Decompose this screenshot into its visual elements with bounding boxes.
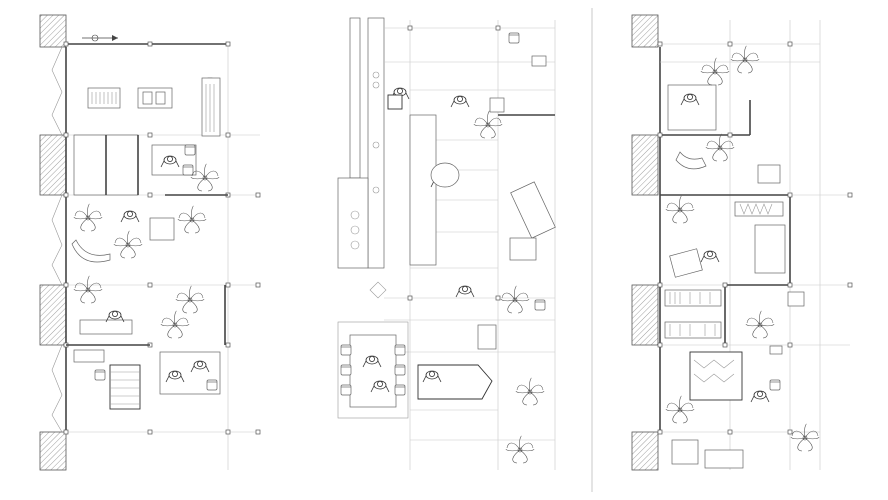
cabinet-icon <box>757 164 781 184</box>
counter-icon <box>349 17 361 179</box>
plant-icon <box>500 285 530 314</box>
dining-table-icon <box>349 334 397 408</box>
island-icon <box>409 114 437 266</box>
piano-icon <box>417 364 493 400</box>
plant-icon <box>790 423 820 452</box>
kitchen-counter-icon <box>367 17 385 269</box>
person-icon <box>750 390 770 403</box>
north-arrow-icon <box>82 34 118 42</box>
round-table-icon <box>430 162 460 188</box>
bed-icon <box>667 84 717 131</box>
facade-pier <box>631 134 659 196</box>
center-plan <box>337 17 556 470</box>
lounge-chair-icon <box>675 151 707 170</box>
shelf-icon <box>201 77 221 137</box>
shelf-icon <box>489 97 505 113</box>
sofa-icon <box>71 239 111 263</box>
person-icon <box>455 285 475 298</box>
cabinet-icon <box>477 324 497 350</box>
wardrobe-icon <box>664 289 722 307</box>
arrow-icon <box>369 281 387 299</box>
facade-pier <box>631 284 659 346</box>
plant-icon <box>73 203 103 232</box>
rug-icon <box>669 248 703 278</box>
side-table-icon <box>149 217 175 241</box>
person-icon <box>120 210 140 223</box>
plant-icon <box>665 195 695 224</box>
facade-pier <box>631 14 659 48</box>
plant-icon <box>730 45 760 74</box>
facade-pier <box>39 14 67 48</box>
cabinet-icon <box>337 177 369 269</box>
shelf-icon <box>734 201 784 217</box>
long-table-icon <box>109 364 141 410</box>
facade-pier <box>631 431 659 471</box>
chair-icon <box>769 379 781 391</box>
armchair-icon <box>671 439 699 465</box>
bench-icon <box>73 349 105 363</box>
chair-icon <box>508 32 520 44</box>
facade-window <box>51 344 63 433</box>
facade-window <box>51 194 63 286</box>
bed-icon <box>754 224 786 274</box>
plant-icon <box>745 310 775 339</box>
plant-icon <box>515 377 545 406</box>
lounge-chair-icon <box>510 181 556 239</box>
person-icon <box>450 95 470 108</box>
wardrobe-icon <box>664 321 722 339</box>
desk-icon <box>79 319 133 335</box>
chair-icon <box>387 94 403 110</box>
plant-icon <box>177 205 207 234</box>
facade-pier <box>39 284 67 346</box>
facade-pier <box>39 134 67 196</box>
facade-window <box>51 46 63 136</box>
plant-icon <box>113 230 143 259</box>
bed-icon <box>689 351 743 401</box>
plant-icon <box>175 285 205 314</box>
plant-icon <box>160 310 190 339</box>
side-table-icon <box>509 237 537 261</box>
right-plan <box>631 14 853 471</box>
dining-room-outline <box>337 321 409 419</box>
left-plan <box>39 14 261 471</box>
person-icon <box>700 250 720 263</box>
plant-icon <box>73 275 103 304</box>
sofa-icon <box>704 449 744 469</box>
chair-icon <box>534 299 546 311</box>
chair-icon <box>94 369 106 381</box>
facade-pier <box>39 431 67 471</box>
